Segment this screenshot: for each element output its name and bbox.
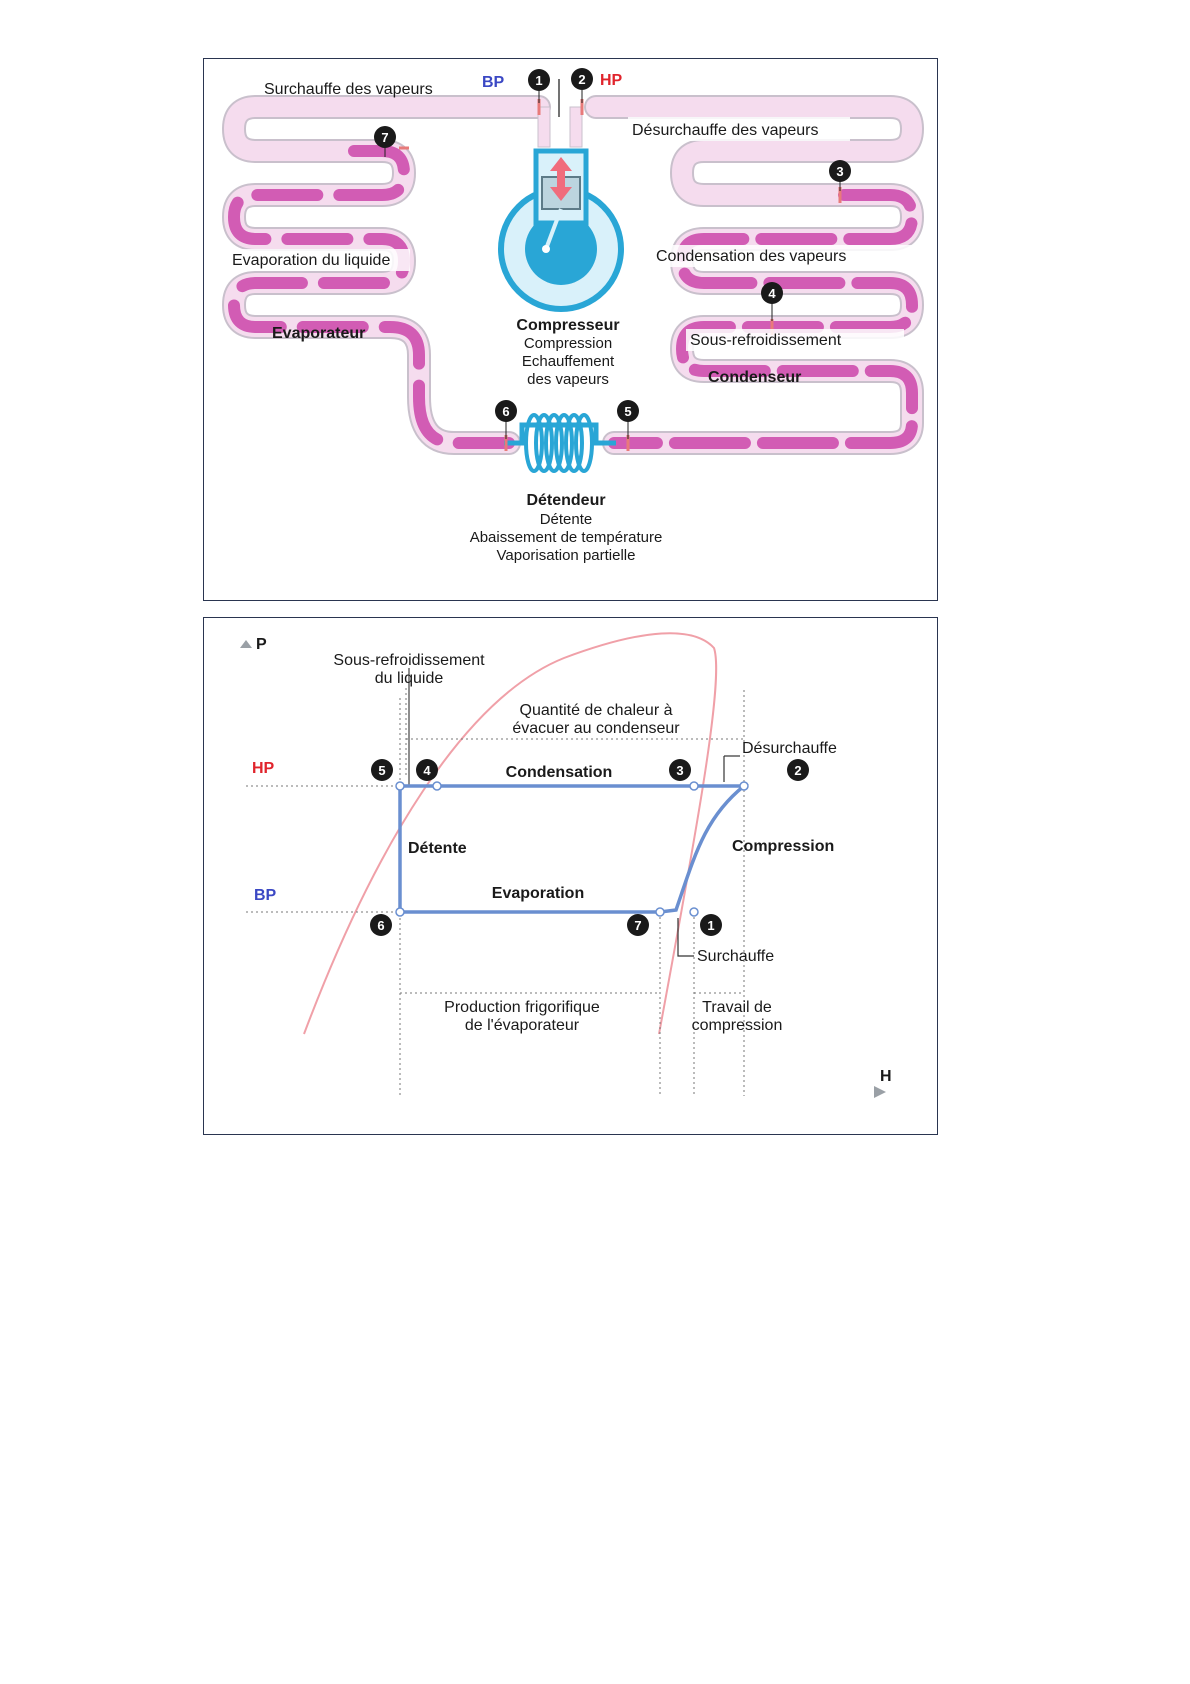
label-detendeur-line2: Abaissement de température [470,529,663,546]
saturation-curve [303,632,718,1035]
ph-marker-4: 4 [416,759,438,781]
label-evaporation: Evaporation [492,885,584,902]
pressure-enthalpy-diagram: P H HP BP 5 4 3 2 6 7 1 Sous-ref [240,632,892,1098]
marker-2: 2 [571,68,593,103]
compressor [498,79,624,312]
label-travail-line2: compression [692,1017,783,1034]
marker-1: 1 [528,69,550,103]
p-axis-arrow-icon [240,640,252,648]
label-compresseur-line1: Compression [524,335,612,352]
axis-h-label: H [880,1068,892,1085]
svg-text:5: 5 [378,763,385,778]
expansion-valve [504,413,616,473]
label-surchauffe: Surchauffe [697,948,774,965]
label-detendeur-line1: Détente [540,511,593,528]
label-compression: Compression [732,838,834,855]
ph-marker-1: 1 [700,914,722,936]
label-detendeur: Détendeur [526,492,605,509]
marker-1-label: 1 [535,73,542,88]
label-desurchauffe: Désurchauffe [742,740,837,757]
ph-marker-7: 7 [627,914,649,936]
label-production-line2: de l'évaporateur [465,1017,580,1034]
marker-4: 4 [761,282,783,321]
label-condenseur: Condenseur [708,369,801,386]
label-compresseur-line3: des vapeurs [527,371,609,388]
label-quantite-line2: évacuer au condenseur [512,720,680,737]
refrigeration-circuit-diagram: 1 2 3 4 5 6 7 Surchauffe des vapeurs BP … [222,68,924,564]
svg-text:2: 2 [794,763,801,778]
label-condensation: Condensation [506,764,613,781]
marker-5: 5 [617,400,639,439]
label-surchauffe-vapeurs: Surchauffe des vapeurs [264,81,433,98]
svg-text:6: 6 [377,918,384,933]
label-evaporateur: Evaporateur [272,325,365,342]
svg-text:1: 1 [707,918,714,933]
marker-2-label: 2 [578,72,585,87]
svg-text:4: 4 [423,763,431,778]
ph-marker-5: 5 [371,759,393,781]
ph-bp-label: BP [254,887,277,904]
svg-text:7: 7 [634,918,641,933]
label-compresseur-line2: Echauffement [522,353,615,370]
evaporator-coil [222,95,551,455]
axis-p-label: P [256,636,267,653]
condenser-coil [584,95,924,455]
label-desurchauffe-vapeurs: Désurchauffe des vapeurs [632,122,818,139]
marker-7: 7 [374,126,396,157]
marker-6: 6 [495,400,517,439]
pressure-enthalpy-panel: P H HP BP 5 4 3 2 6 7 1 Sous-ref [203,617,938,1135]
label-detendeur-line3: Vaporisation partielle [497,547,636,564]
label-sous-refroidissement: Sous-refroidissement [690,332,842,349]
label-compresseur: Compresseur [516,317,619,334]
label-bp: BP [482,74,505,91]
label-hp: HP [600,72,623,89]
ph-hp-label: HP [252,760,275,777]
marker-3-label: 3 [836,164,843,179]
ph-marker-2: 2 [787,759,809,781]
ph-marker-6: 6 [370,914,392,936]
label-travail-line1: Travail de [702,999,772,1016]
marker-6-label: 6 [502,404,509,419]
label-evaporation-liquide: Evaporation du liquide [232,252,390,269]
ph-marker-3: 3 [669,759,691,781]
label-quantite-line1: Quantité de chaleur à [520,702,673,719]
marker-7-label: 7 [381,130,388,145]
label-condensation-vapeurs: Condensation des vapeurs [656,248,846,265]
h-axis-arrow-icon [874,1086,886,1098]
marker-3: 3 [829,160,851,191]
refrigeration-circuit-panel: 1 2 3 4 5 6 7 Surchauffe des vapeurs BP … [203,58,938,601]
marker-4-label: 4 [768,286,776,301]
label-sous-refroidissement-line1: Sous-refroidissement [333,652,485,669]
refrigeration-cycle [398,784,749,914]
label-detente: Détente [408,840,467,857]
label-sous-refroidissement-line2: du liquide [375,670,444,687]
svg-text:3: 3 [676,763,683,778]
marker-5-label: 5 [624,404,631,419]
label-production-line1: Production frigorifique [444,999,600,1016]
